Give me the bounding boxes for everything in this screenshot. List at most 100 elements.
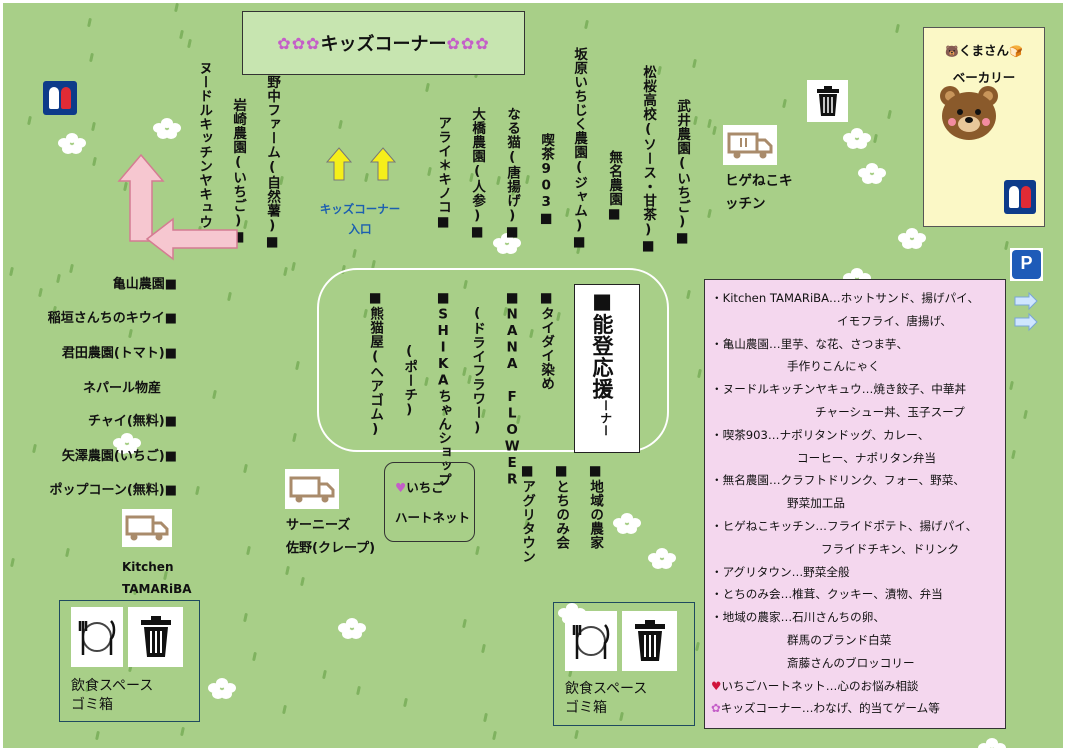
legend-row: ✿キッズコーナー…わなげ、的当てゲーム等 [711,701,940,716]
grass-tuft [195,485,200,496]
grass-tuft [356,685,361,696]
shop-menu-legend: ・Kitchen TAMARiBA…ホットサンド、揚げパイ、イモフライ、唐揚げ、… [704,279,1006,729]
grass-tuft [69,263,74,274]
stall-label: 君田農園(トマト)■ [61,346,177,361]
grass-tuft [712,125,717,136]
grass-tuft [707,118,712,129]
stall-label: 無名農園■ [606,150,623,223]
grass-tuft [707,208,712,219]
grass-tuft [92,156,97,167]
grass-tuft [657,65,662,76]
stall-label: 松桜高校(ソース・甘茶)■ [640,65,657,255]
grass-tuft [782,98,787,109]
stall-label: ■タイダイ染め [538,290,555,391]
grass-tuft [695,641,700,652]
grass-tuft [89,52,94,63]
legend-row: ・亀山農園…里芋、な花、さつま芋、 [711,336,909,351]
stall-label: ■とちのみ会 [553,463,570,550]
grass-tuft [32,443,37,454]
flower-icon: ✿ [711,701,721,716]
kids-corner-entrance: キッズコーナー入口 [319,202,401,236]
grass-tuft [492,730,497,741]
trash-bin-icon [128,607,183,667]
eating-space-label: 飲食スペース ゴミ箱 [565,680,647,718]
grass-tuft [27,115,32,126]
eating-space-line1: 飲食スペース [565,681,648,697]
stall-label: 野中ファーム(自然薯)■ [264,75,281,251]
noto-corner-subtitle: コーナー [598,387,613,437]
flower-icon [858,163,886,184]
flower-icon [898,228,926,249]
grass-tuft [462,618,467,629]
crepe-line2: 佐野(クレープ) [286,541,376,556]
stall-label: ポップコーン(無料)■ [49,483,177,498]
stall-label: ■熊猫屋(ヘアゴム) [367,290,384,438]
bakery-subtitle: ベーカリー [952,70,1016,85]
noto-corner-title: ■能登応援 [590,289,615,400]
grass-tuft [295,360,300,371]
ichigo-heart-net-booth: ♥いちご ハートネット [384,462,475,542]
center-area [317,268,669,452]
eating-space-right: 飲食スペース ゴミ箱 [553,602,695,726]
stall-label: (ドライフラワー) [469,305,486,436]
bear-icon: 🐻 [945,45,959,58]
legend-row: ・地域の農家…石川さんちの卵、 [711,610,885,625]
bakery-title-text: くまさん [958,43,1009,58]
grass-tuft [584,19,589,30]
noto-support-corner: ■能登応援 コーナー [574,284,640,453]
bakery-booth: 🐻くまさん🍞 ベーカリー [923,27,1045,227]
grass-tuft [87,17,92,28]
flower-icon [208,678,236,699]
trash-bin-icon [622,611,677,671]
grass-tuft [403,697,408,708]
grass-tuft [1004,240,1009,251]
arrow-up-icon [325,147,397,181]
grass-tuft [56,273,61,284]
grass-tuft [481,643,486,654]
stall-label: アライ＊キノコ■ [435,116,452,231]
kitchen-tamariba-line2: TAMARiBA [122,582,192,596]
stall-label: なる猫(唐揚げ)■ [504,107,521,241]
flower-icon [648,548,676,569]
heart-icon: ♥ [711,678,722,693]
grass-tuft [574,729,579,740]
bread-icon: 🍞 [1009,45,1023,58]
legend-row: ・無名農園…クラフトドリンク、フォー、野菜、 [711,473,965,488]
crepe-line1: サーニーズ [286,518,351,533]
grass-tuft [322,669,327,680]
legend-row: ・とちのみ会…椎茸、クッキー、漬物、弁当 [711,587,943,602]
grass-tuft [243,463,248,474]
grass-tuft [483,712,488,723]
trash-bin-icon [807,80,848,122]
legend-row: フライドチキン、ドリンク [821,541,960,556]
flower-icon [843,128,871,149]
restroom-icon [1004,180,1036,214]
grass-tuft [174,3,179,13]
stall-label: ヌードルキッチンヤキュウ■ [196,61,213,246]
eating-space-line1: 飲食スペース [71,678,154,694]
grass-tuft [282,704,287,715]
heart-icon: ♥ [395,480,407,495]
kids-corner-title: ✿✿✿ キッズコーナー ✿✿✿ [242,11,525,75]
flower-icon [493,233,521,254]
grass-tuft [1023,409,1028,420]
legend-row: 野菜加工品 [787,496,845,511]
stall-label: ■アグリタウン [519,463,536,564]
legend-row: ♥いちごハートネット…心のお悩み相談 [711,678,919,693]
legend-row: 手作りこんにゃく [787,359,880,374]
grass-tuft [693,115,698,126]
event-map: ✿✿✿ キッズコーナー ✿✿✿ ヌードルキッチンヤキュウ■ 岩崎農園(いちご)■… [3,3,1063,748]
arrow-icon [117,153,238,261]
grass-tuft [686,289,691,300]
grass-tuft [243,612,248,623]
grass-tuft [65,547,70,558]
grass-tuft [252,651,257,662]
grass-tuft [895,23,900,34]
grass-tuft [95,730,100,741]
legend-row: ・ヒゲねこキッチン…フライドポテト、揚げパイ、 [711,518,978,533]
legend-row: ・Kitchen TAMARiBA…ホットサンド、揚げパイ、 [711,291,980,305]
grass-tuft [9,266,14,277]
grass-tuft [212,389,217,400]
grass-tuft [128,328,133,339]
legend-row: ・アグリタウン…野菜全般 [711,564,850,579]
